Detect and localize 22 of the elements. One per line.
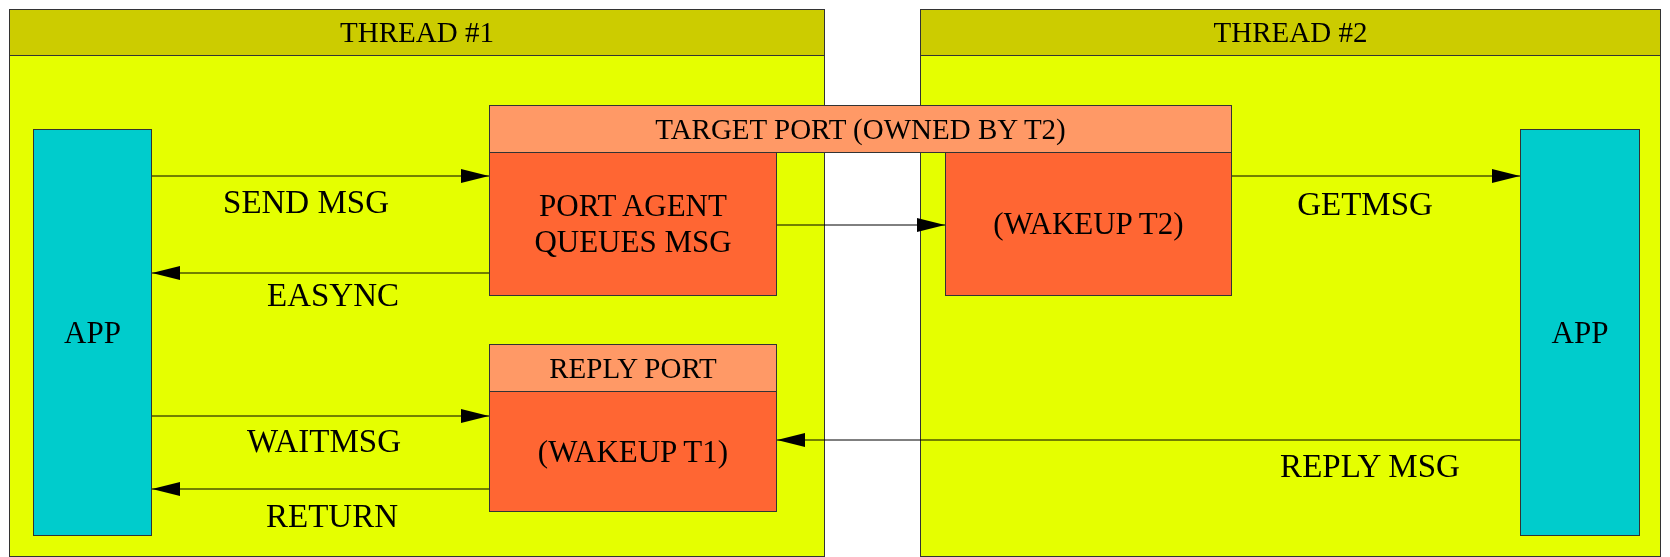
arrow	[1231, 169, 1521, 183]
app-box: APP	[33, 129, 152, 536]
arrow	[151, 482, 490, 496]
process-box: (WAKEUP T1)	[489, 391, 777, 512]
edge-label: WAITMSG	[247, 422, 401, 460]
process-box: (WAKEUP T2)	[945, 151, 1232, 296]
arrow	[776, 433, 1521, 447]
edge-label: SEND MSG	[223, 183, 389, 221]
port-header: TARGET PORT (OWNED BY T2)	[489, 105, 1232, 153]
edge-label: EASYNC	[267, 276, 399, 314]
panel-header: THREAD #2	[920, 9, 1661, 56]
edge-label: REPLY MSG	[1280, 447, 1460, 485]
process-box: PORT AGENT QUEUES MSG	[489, 151, 777, 296]
port-header: REPLY PORT	[489, 344, 777, 393]
edge-label: GETMSG	[1297, 185, 1433, 223]
arrow	[151, 409, 490, 423]
app-box: APP	[1520, 129, 1640, 536]
arrow	[151, 266, 490, 280]
edge-label: RETURN	[266, 497, 398, 535]
arrow	[776, 218, 946, 232]
panel-header: THREAD #1	[9, 9, 825, 56]
arrow	[151, 169, 490, 183]
